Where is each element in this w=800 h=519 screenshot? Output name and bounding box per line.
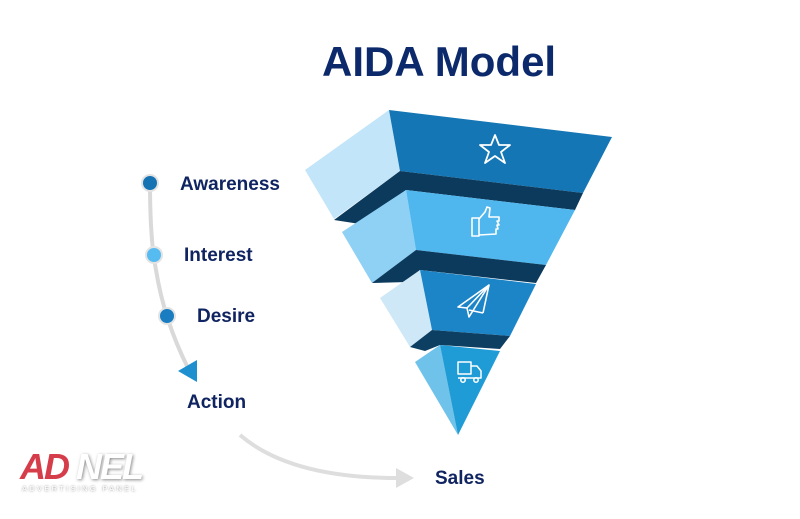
adnel-logo: AD NEL ADVERTISING PANEL: [18, 446, 153, 496]
action-arrow-icon: [178, 360, 197, 382]
funnel-layer-action: [415, 345, 500, 435]
timeline-curve: [148, 182, 190, 369]
awareness-dot: [141, 174, 159, 192]
logo-tagline: ADVERTISING PANEL: [22, 484, 138, 493]
step-action-label: Action: [187, 392, 247, 413]
logo-part1: AD: [20, 446, 70, 487]
funnel-layer-awareness: [305, 110, 612, 224]
step-desire-label: Desire: [197, 306, 256, 327]
sales-arrow-curve: [238, 433, 399, 480]
sales-arrow-head-icon: [396, 468, 414, 488]
paper-plane-icon: [457, 284, 490, 318]
funnel-layer-desire: [380, 270, 536, 351]
logo-part2: NEL: [76, 446, 144, 487]
step-awareness-label: Awareness: [180, 174, 280, 195]
page-title: AIDA Model: [322, 38, 557, 85]
truck-icon: [457, 361, 482, 383]
interest-dot: [145, 246, 163, 264]
star-icon: [479, 134, 511, 164]
step-interest-label: Interest: [184, 245, 253, 266]
thumbs-up-icon: [471, 206, 500, 237]
outcome-sales-label: Sales: [435, 468, 485, 489]
funnel-layer-interest: [342, 190, 575, 283]
desire-dot: [158, 307, 176, 325]
